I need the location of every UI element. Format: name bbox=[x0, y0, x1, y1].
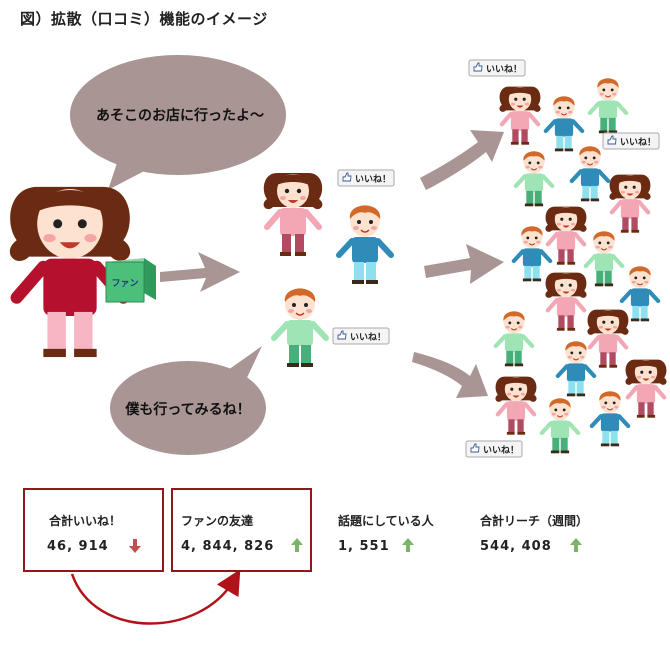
trend-up-icon bbox=[402, 538, 414, 552]
crowd-boy-blue-figure bbox=[592, 391, 628, 446]
stat-label: 話題にしている人 bbox=[338, 514, 434, 528]
fan-box: ファン bbox=[105, 258, 156, 303]
crowd-boy-blue-figure bbox=[572, 146, 608, 201]
crowd-boy-green-figure bbox=[590, 78, 626, 133]
crowd-boy-blue-figure bbox=[558, 341, 594, 396]
stat-value: 1, 551 bbox=[338, 539, 390, 554]
crowd-girl-figure bbox=[495, 376, 537, 435]
crowd-girl-figure bbox=[625, 359, 667, 418]
crowd-girl-figure bbox=[545, 272, 587, 331]
crowd-girl-figure bbox=[545, 206, 587, 265]
friend-girl-figure bbox=[263, 173, 323, 256]
crowd-boy-green-figure bbox=[516, 151, 552, 206]
trend-up-icon bbox=[570, 538, 582, 552]
stat-total-reach: 合計リーチ（週間） 544, 408 bbox=[472, 488, 642, 568]
like-button-label: いいね！ bbox=[355, 174, 391, 185]
like-button-label: いいね！ bbox=[620, 137, 656, 148]
friend-boy-green-figure bbox=[274, 288, 326, 367]
crowd-girl-figure bbox=[587, 309, 629, 368]
crowd-boy-blue-figure bbox=[514, 226, 550, 281]
crowd-boy-green-figure bbox=[542, 398, 578, 453]
curved-arrow-icon bbox=[70, 569, 241, 625]
like-button-label: いいね！ bbox=[486, 64, 522, 75]
friend-boy-blue-figure bbox=[339, 205, 391, 284]
stat-talking-about: 話題にしている人 1, 551 bbox=[328, 488, 478, 568]
stat-label: ファンの友達 bbox=[181, 514, 254, 528]
crowd-boy-green-figure bbox=[496, 311, 532, 366]
like-button[interactable]: いいね！ bbox=[468, 59, 526, 77]
arrow-to-friends-icon bbox=[160, 252, 240, 292]
crowd-boy-blue-figure bbox=[622, 266, 658, 321]
crowd-boy-green-figure bbox=[586, 231, 622, 286]
stat-label: 合計リーチ（週間） bbox=[480, 514, 589, 528]
speech-bubble-bottom: 僕も行ってみるね！ bbox=[110, 346, 266, 455]
arrow-spread-up-icon bbox=[420, 130, 504, 190]
crowd-girl-figure bbox=[499, 86, 541, 145]
speech-text-bottom: 僕も行ってみるね！ bbox=[124, 401, 250, 418]
fan-box-label: ファン bbox=[111, 278, 138, 289]
stat-total-likes: 合計いいね！ 46, 914 bbox=[23, 488, 164, 572]
page-title: 図）拡散（口コミ）機能のイメージ bbox=[20, 10, 268, 28]
stat-value: 544, 408 bbox=[480, 539, 552, 554]
stat-fan-friends: ファンの友達 4, 844, 826 bbox=[171, 488, 312, 572]
trend-down-icon bbox=[129, 539, 141, 553]
like-button-label: いいね！ bbox=[483, 445, 519, 456]
crowd-girl-figure bbox=[609, 174, 651, 233]
like-button[interactable]: いいね！ bbox=[465, 440, 523, 458]
arrow-spread-down-icon bbox=[412, 352, 488, 398]
speech-text-top: あそこのお店に行ったよ～ bbox=[96, 107, 264, 124]
like-button[interactable]: いいね！ bbox=[337, 169, 395, 187]
crowd-boy-blue-figure bbox=[546, 96, 582, 151]
stat-label: 合計いいね！ bbox=[49, 514, 122, 528]
trend-up-icon bbox=[291, 538, 303, 552]
like-button[interactable]: いいね！ bbox=[602, 132, 660, 150]
stat-value: 4, 844, 826 bbox=[181, 539, 275, 554]
stat-value: 46, 914 bbox=[47, 539, 109, 554]
like-button[interactable]: いいね！ bbox=[332, 327, 390, 345]
speech-bubble-top: あそこのお店に行ったよ～ bbox=[70, 55, 286, 190]
like-button-label: いいね！ bbox=[350, 332, 386, 343]
arrow-spread-right-icon bbox=[424, 244, 504, 284]
